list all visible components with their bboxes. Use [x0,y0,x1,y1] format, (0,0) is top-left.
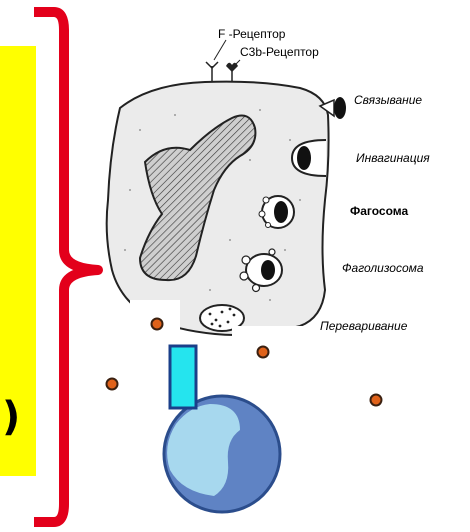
label-binding: Связывание [354,93,422,107]
f-receptor-icon [206,62,218,82]
c3b-receptor-icon [226,63,238,82]
bacterium [107,379,118,390]
overlay-patch [232,326,312,346]
panel-paren-text: ) [2,394,20,440]
red-curly-brace [34,12,98,522]
phagocyte-cell [107,82,329,335]
bacterium [152,319,163,330]
label-f-receptor: F -Рецептор [218,27,286,41]
label-invagination: Инвагинация [356,151,430,165]
label-phagolysosome: Фаголизосома [342,261,424,275]
label-c3b-receptor: C3b-Рецептор [240,45,319,59]
label-phagosome: Фагосома [350,204,408,218]
blue-cell [164,396,280,512]
bacterium [258,347,269,358]
pseudopod-rectangle [170,346,196,408]
label-digestion: Переваривание [320,319,408,333]
receptor-pointer [214,40,226,60]
bacterium [371,395,382,406]
